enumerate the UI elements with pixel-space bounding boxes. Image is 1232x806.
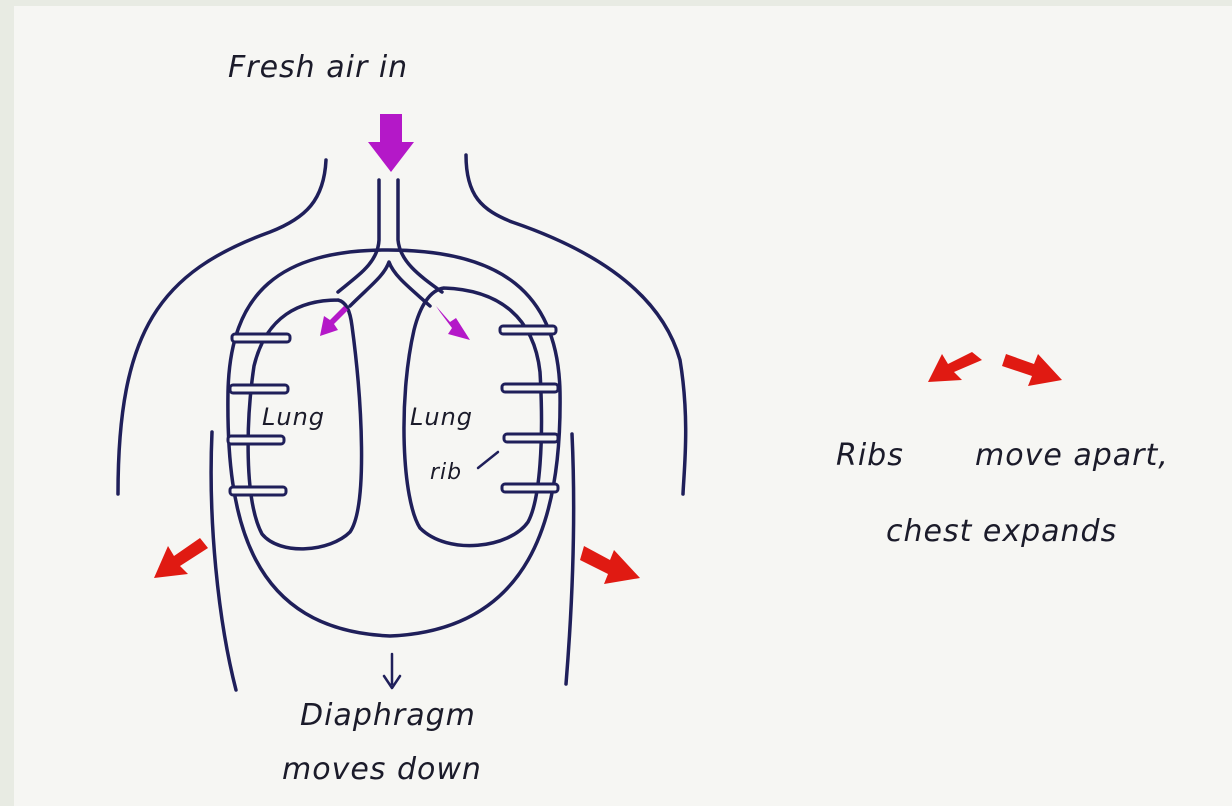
rib-right-4	[502, 484, 558, 492]
ribs-word-label: Ribs	[836, 438, 904, 473]
right-lung-label: Lung	[410, 403, 473, 431]
rib-right-3	[504, 434, 558, 442]
rib-right-1	[500, 326, 556, 334]
rib-left-3	[228, 436, 284, 444]
air-arrow-right-lung	[436, 306, 470, 340]
trachea-left-wall	[338, 180, 379, 292]
rib-left-4	[230, 487, 286, 495]
chest-arrow-left	[154, 538, 208, 578]
trachea-right-wall	[398, 180, 442, 292]
ribs-arrow-left	[928, 352, 982, 382]
fresh-air-arrow	[368, 114, 414, 172]
rib-left-2	[230, 385, 288, 393]
bronchi-inner	[350, 262, 430, 306]
neck-left-outline	[118, 160, 326, 494]
chest-expands-label: chest expands	[886, 514, 1117, 549]
moves-down-label: moves down	[282, 752, 482, 787]
chest-arrow-right	[580, 546, 640, 584]
rib-right-2	[502, 384, 558, 392]
move-apart-label: move apart,	[975, 438, 1169, 473]
left-lung-label: Lung	[262, 403, 325, 431]
rib-label: rib	[430, 460, 462, 485]
neck-right-outline	[466, 155, 686, 494]
diaphragm-arrow	[384, 654, 400, 688]
ribs-arrow-right	[1002, 354, 1062, 386]
torso-right-side	[566, 434, 574, 684]
rib-pointer-line	[478, 452, 498, 468]
air-arrow-left-lung	[320, 306, 348, 336]
diaphragm-label: Diaphragm	[300, 698, 476, 733]
rib-left-1	[232, 334, 290, 342]
fresh-air-in-label: Fresh air in	[228, 50, 408, 85]
